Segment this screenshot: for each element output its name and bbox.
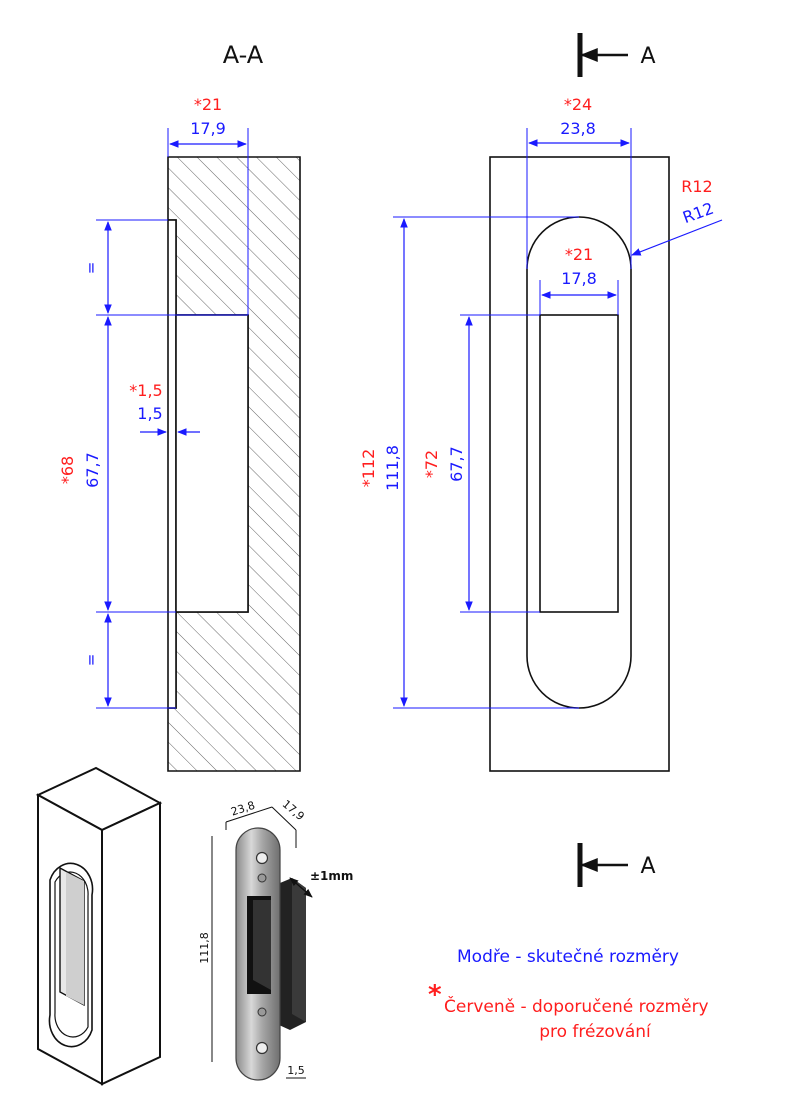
front-inner-height-actual: 67,7	[447, 446, 466, 482]
legend: Modře - skutečné rozměry * Červeně - dop…	[428, 947, 709, 1042]
strike-plate-product: 23,8 17,9 111,8 1,5 ±1mm	[198, 797, 353, 1081]
front-width-recommended: *24	[564, 95, 592, 114]
section-height-actual: 67,7	[83, 452, 102, 488]
front-view: A *24 23,8 R12 R12 *21 17,8 *112 111,8 *…	[359, 33, 723, 887]
front-inner-width-recommended: *21	[565, 245, 593, 264]
isometric-block	[35, 766, 163, 1086]
section-width-recommended: *21	[194, 95, 222, 114]
section-marker-bottom-letter: A	[640, 854, 655, 879]
front-height-actual: 111,8	[383, 445, 402, 491]
equal-mark-top: =	[82, 262, 100, 275]
section-title: A-A	[223, 41, 264, 69]
front-width-actual: 23,8	[560, 119, 596, 138]
front-pocket	[539, 314, 619, 613]
product-plate: 1,5	[287, 1064, 305, 1077]
front-inner-width-actual: 17,8	[561, 269, 597, 288]
section-marker-top-letter: A	[640, 44, 655, 69]
equal-mark-bottom: =	[82, 654, 100, 667]
front-body	[489, 156, 670, 772]
section-plate	[167, 219, 177, 709]
front-radius-actual: R12	[680, 199, 716, 228]
product-width: 23,8	[229, 799, 256, 819]
section-depth-actual: 1,5	[137, 404, 162, 423]
legend-star: *	[428, 980, 442, 1010]
front-radius-leader	[631, 219, 723, 256]
adjust-arrow	[289, 877, 313, 898]
section-view: A-A *21 17,9 = = *68 67,7 *1,5 1,5	[58, 41, 301, 772]
product-depth: 17,9	[280, 797, 307, 823]
section-pocket	[175, 314, 249, 613]
legend-recommended-line1: Červeně - doporučené rozměry	[444, 995, 709, 1017]
front-slot-outline	[526, 216, 632, 709]
legend-recommended-line2: pro frézování	[539, 1022, 652, 1042]
front-inner-height-recommended: *72	[422, 450, 441, 478]
screw-hole-bottom	[255, 1041, 269, 1055]
front-radius-recommended: R12	[681, 177, 712, 196]
section-height-recommended: *68	[58, 456, 77, 484]
legend-actual: Modře - skutečné rozměry	[457, 947, 679, 967]
section-width-actual: 17,9	[190, 119, 226, 138]
product-height: 111,8	[198, 932, 211, 964]
front-height-recommended: *112	[359, 449, 378, 488]
screw-hole-top	[255, 851, 269, 865]
product-adjust: ±1mm	[310, 869, 353, 883]
section-depth-recommended: *1,5	[129, 381, 162, 400]
